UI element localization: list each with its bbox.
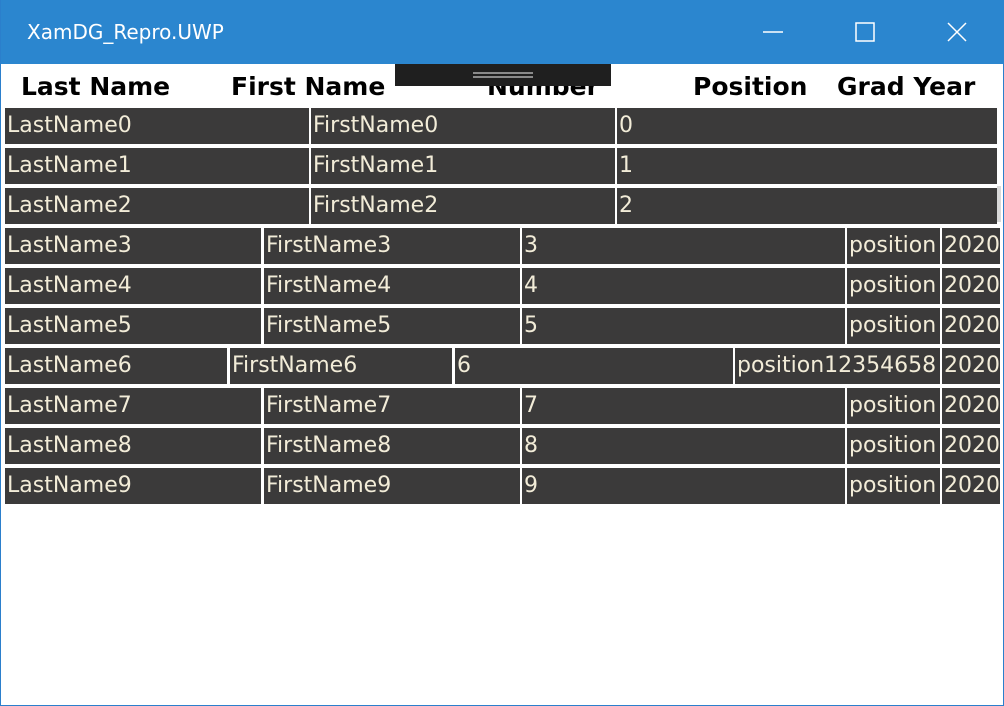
cell-first[interactable]: FirstName8	[264, 428, 520, 464]
cell-last[interactable]: LastName2	[5, 188, 309, 224]
cell-position[interactable]: position	[847, 468, 940, 504]
title-bar[interactable]: XamDG_Repro.UWP	[1, 0, 1004, 64]
cell-position[interactable]: position	[847, 428, 940, 464]
cell-first[interactable]: FirstName0	[311, 108, 615, 144]
cell-first[interactable]: FirstName5	[264, 308, 520, 344]
cell-grad[interactable]: 2020	[942, 388, 1000, 424]
close-icon	[947, 22, 967, 42]
cell-grad[interactable]: 2020	[942, 308, 1000, 344]
cell-number[interactable]: 4	[522, 268, 845, 304]
cell-last[interactable]: LastName8	[5, 428, 261, 464]
cell-first[interactable]: FirstName4	[264, 268, 520, 304]
cell-grad[interactable]: 2020	[942, 348, 1000, 384]
minimize-icon	[763, 31, 783, 33]
window-title: XamDG_Repro.UWP	[27, 20, 224, 44]
cell-grad[interactable]: 2020	[942, 428, 1000, 464]
cell-first[interactable]: FirstName3	[264, 228, 520, 264]
cell-number[interactable]: 8	[522, 428, 845, 464]
drag-grip-line	[473, 72, 533, 74]
header-last-name[interactable]: Last Name	[21, 72, 171, 101]
cell-last[interactable]: LastName5	[5, 308, 261, 344]
cell-grad[interactable]: 2020	[942, 268, 1000, 304]
cell-number[interactable]: 7	[522, 388, 845, 424]
cell-last[interactable]: LastName7	[5, 388, 261, 424]
close-button[interactable]	[911, 0, 1003, 64]
cell-last[interactable]: LastName0	[5, 108, 309, 144]
cell-first[interactable]: FirstName1	[311, 148, 615, 184]
column-drag-handle[interactable]	[395, 64, 611, 86]
cell-number[interactable]: 6	[455, 348, 733, 384]
cell-last[interactable]: LastName3	[5, 228, 261, 264]
cell-number[interactable]: 1	[617, 148, 997, 184]
row-edge-strip	[997, 186, 1001, 222]
cell-number[interactable]: 9	[522, 468, 845, 504]
maximize-icon	[855, 22, 875, 42]
cell-grad[interactable]: 2020	[942, 468, 1000, 504]
maximize-button[interactable]	[819, 0, 911, 64]
header-grad-year[interactable]: Grad Year	[837, 72, 976, 101]
cell-number[interactable]: 3	[522, 228, 845, 264]
cell-first[interactable]: FirstName2	[311, 188, 615, 224]
cell-grad[interactable]: 2020	[942, 228, 1000, 264]
cell-number[interactable]: 0	[617, 108, 997, 144]
cell-number[interactable]: 2	[617, 188, 997, 224]
drag-grip-line	[473, 76, 533, 78]
cell-position[interactable]: position	[847, 308, 940, 344]
cell-position[interactable]: position	[847, 268, 940, 304]
cell-position[interactable]: position	[847, 388, 940, 424]
cell-last[interactable]: LastName1	[5, 148, 309, 184]
cell-position[interactable]: position	[847, 228, 940, 264]
header-first-name[interactable]: First Name	[231, 72, 386, 101]
cell-first[interactable]: FirstName7	[264, 388, 520, 424]
cell-first[interactable]: FirstName6	[230, 348, 452, 384]
cell-first[interactable]: FirstName9	[264, 468, 520, 504]
cell-last[interactable]: LastName4	[5, 268, 261, 304]
cell-last[interactable]: LastName9	[5, 468, 261, 504]
cell-number[interactable]: 5	[522, 308, 845, 344]
header-position[interactable]: Position	[693, 72, 808, 101]
cell-last[interactable]: LastName6	[5, 348, 227, 384]
cell-position[interactable]: position12354658	[735, 348, 940, 384]
minimize-button[interactable]	[727, 0, 819, 64]
